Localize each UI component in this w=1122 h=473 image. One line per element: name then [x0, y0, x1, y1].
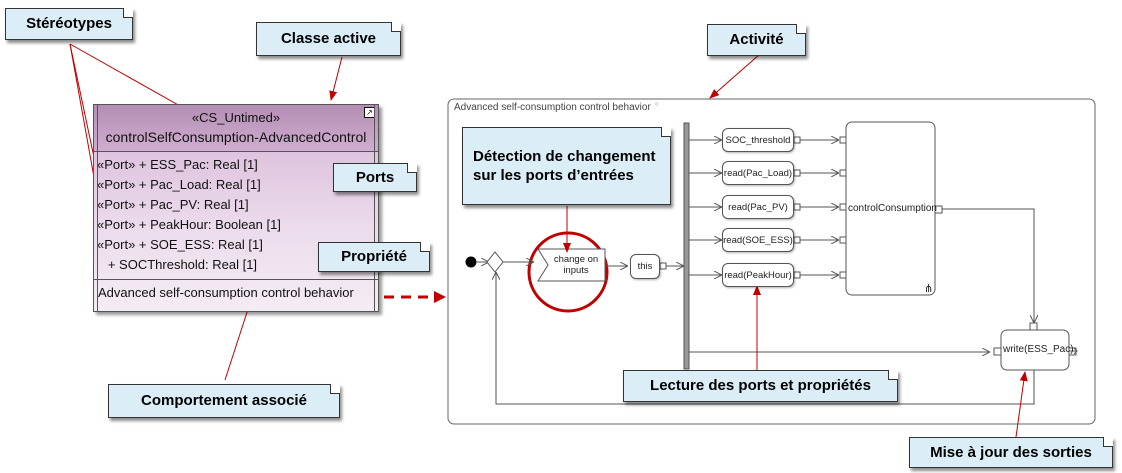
uml-class-box: «CS_Untimed» controlSelfConsumption-Adva… [93, 104, 379, 312]
callout-ports: Ports [333, 163, 417, 192]
read-node: SOC_threshold [722, 128, 794, 152]
activity-title-mark: ° [654, 102, 659, 113]
accept-event-action [537, 248, 606, 282]
class-header: «CS_Untimed» controlSelfConsumption-Adva… [94, 105, 378, 152]
read-node: read(Pac_PV) [722, 195, 794, 219]
callout-change-detection: Détection de changement sur les ports d’… [462, 127, 671, 205]
class-attribute: «Port» + Pac_PV: Real [1] [97, 197, 249, 212]
class-attributes: «Port» + ESS_Pac: Real [1] «Port» + Pac_… [94, 151, 378, 280]
highlight-circle [527, 231, 609, 313]
class-stereotype: «CS_Untimed» [191, 110, 281, 125]
callout-stereotypes: Stéréotypes [5, 8, 133, 40]
activity-title-text: Advanced self-consumption control behavi… [454, 102, 651, 113]
read-node: read(Pac_Load) [722, 161, 794, 185]
class-behavior: Advanced self-consumption control behavi… [98, 285, 354, 300]
callout-active-class: Classe active [256, 22, 401, 56]
class-attribute: «Port» + PeakHour: Boolean [1] [97, 217, 281, 232]
rake-icon: ⋔ [924, 283, 934, 295]
write-node-label: write(ESS_Pac) [1003, 344, 1074, 355]
accept-event-label: change on inputs [553, 254, 599, 276]
class-attribute: «Port» + SOE_ESS: Real [1] [97, 237, 263, 252]
fork-bar [683, 122, 690, 370]
this-node: this [630, 254, 660, 279]
activity-title: Advanced self-consumption control behavi… [454, 102, 659, 113]
call-behavior-label: controlConsumption [848, 203, 937, 214]
class-attribute: «Port» + ESS_Pac: Real [1] [97, 157, 258, 172]
class-attribute: + SOCThreshold: Real [1] [97, 257, 258, 272]
callout-update-outputs: Mise à jour des sorties [909, 437, 1113, 468]
class-attribute: «Port» + Pac_Load: Real [1] [97, 177, 261, 192]
callout-reading: Lecture des ports et propriétés [623, 370, 898, 402]
callout-activity: Activité [707, 24, 806, 56]
read-node: read(PeakHour) [722, 263, 794, 287]
callout-associated-behavior: Comportement associé [108, 384, 340, 418]
callout-property: Propriété [318, 242, 430, 272]
read-node: read(SOE_ESS) [722, 228, 794, 252]
initial-node [465, 256, 477, 268]
class-name: controlSelfConsumption-AdvancedControl [105, 129, 367, 145]
